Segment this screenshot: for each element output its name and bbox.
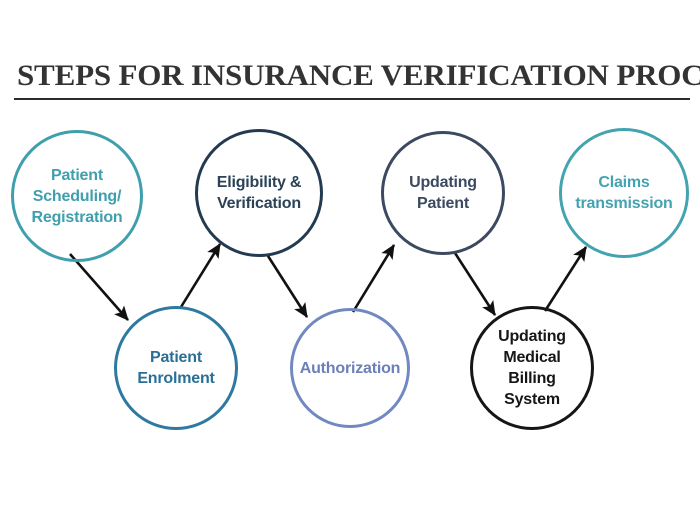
node-updating-patient[interactable]: Updating Patient	[381, 131, 505, 255]
arrow-scheduling-to-enrolment	[69, 253, 129, 321]
node-label-patient-scheduling-registration: Patient Scheduling/ Registration	[31, 166, 123, 226]
node-label-claims-transmission: Claims transmission	[575, 174, 673, 212]
node-label-eligibility-verification: Eligibility & Verification	[216, 174, 302, 212]
arrow-eligibility-to-authorization	[266, 255, 309, 318]
node-claims-transmission[interactable]: Claims transmission	[559, 128, 689, 258]
node-eligibility-verification[interactable]: Eligibility & Verification	[195, 129, 323, 257]
node-authorization[interactable]: Authorization	[290, 308, 410, 428]
page-title: STEPS FOR INSURANCE VERIFICATION PROCESS	[17, 59, 700, 92]
arrow-updating-patient-to-billing	[453, 252, 497, 316]
arrow-enrolment-to-eligibility	[179, 243, 222, 308]
node-label-updating-medical-billing-system: Updating Medical Billing System	[498, 328, 566, 408]
node-label-patient-enrolment: Patient Enrolment	[137, 349, 215, 387]
node-updating-medical-billing-system[interactable]: Updating Medical Billing System	[470, 306, 594, 430]
title-block: STEPS FOR INSURANCE VERIFICATION PROCESS	[14, 58, 700, 104]
node-patient-enrolment[interactable]: Patient Enrolment	[114, 306, 238, 430]
node-label-authorization: Authorization	[299, 359, 401, 377]
arrow-billing-to-claims	[543, 246, 588, 312]
node-patient-scheduling-registration[interactable]: Patient Scheduling/ Registration	[11, 130, 143, 262]
arrow-authorization-to-updating-patient	[351, 244, 396, 313]
node-label-updating-patient: Updating Patient	[409, 174, 477, 212]
title-underline	[14, 98, 690, 100]
